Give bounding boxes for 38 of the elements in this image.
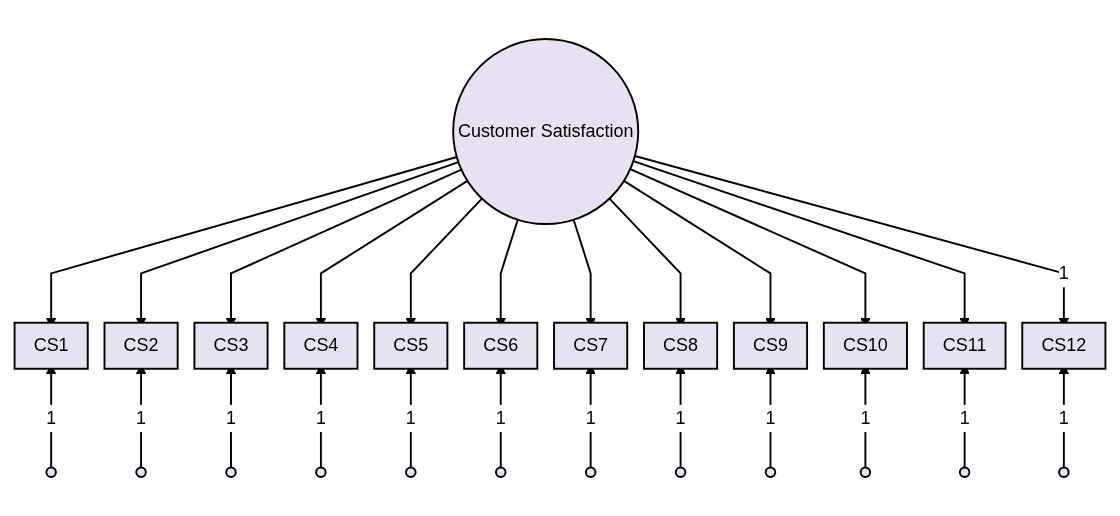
edge-label: 1 [405, 407, 416, 428]
node-circle [405, 466, 417, 478]
node-box: CS4 [283, 321, 359, 370]
node-circle [764, 466, 777, 478]
node-box: CS3 [193, 321, 269, 370]
edge-label: 1 [1058, 407, 1069, 428]
node-circle [225, 466, 237, 478]
node-box: CS2 [103, 321, 179, 370]
node-circle: Customer Satisfaction [452, 38, 640, 225]
node-box: CS5 [373, 321, 449, 370]
node-circle [674, 466, 687, 478]
node-box: CS1 [13, 321, 89, 370]
edge-label: 1 [136, 407, 147, 428]
node-box: CS9 [732, 321, 809, 370]
node-circle [859, 466, 872, 478]
edge-label: 1 [315, 407, 326, 428]
node-box: CS10 [822, 321, 908, 370]
node-circle [45, 466, 57, 478]
node-box: CS12 [1021, 321, 1107, 370]
node-box: CS11 [922, 321, 1007, 370]
node-box: CS8 [643, 321, 719, 370]
node-box: CS6 [463, 321, 539, 370]
node-circle [315, 466, 327, 478]
edge-label: 1 [675, 407, 686, 428]
edge-label: 1 [765, 407, 776, 428]
edge-label: 1 [959, 407, 970, 428]
edge-label: 1 [46, 407, 57, 428]
edge-label: 1 [585, 407, 596, 428]
node-circle [135, 466, 147, 478]
edge-label: 1 [226, 407, 236, 428]
node-circle [958, 466, 971, 478]
node-circle [584, 466, 597, 478]
node-circle [495, 466, 507, 478]
edge-label: 1 [1058, 262, 1069, 283]
edge-label: 1 [860, 407, 871, 428]
node-circle [1058, 466, 1070, 478]
node-box: CS7 [553, 321, 629, 370]
edge-label: 1 [495, 407, 506, 428]
